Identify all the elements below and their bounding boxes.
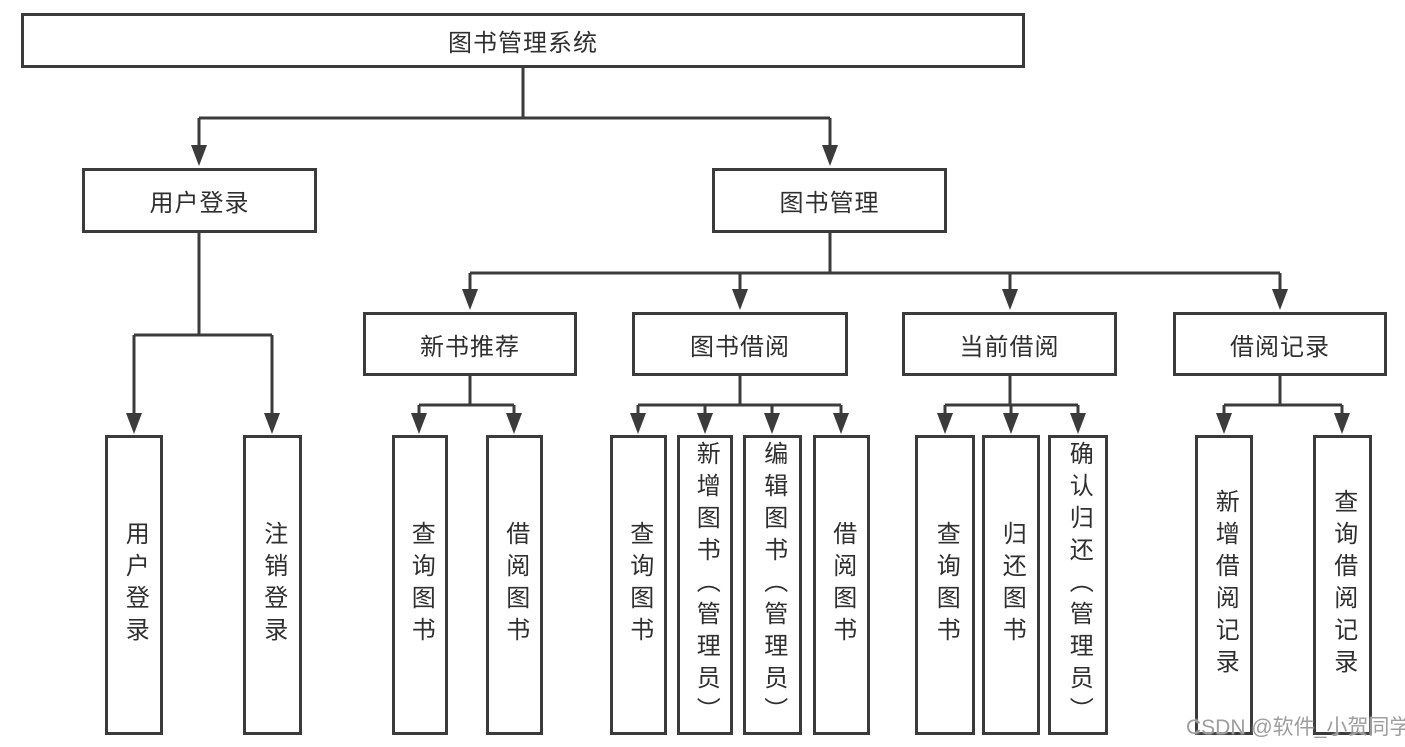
node-label: 图书管理 [779,190,880,217]
node-label: 查询借阅记录 [1329,489,1357,681]
arrow-down-icon [1070,413,1086,434]
node-leaf-borrow-book: 借阅图书 [813,435,870,735]
node-label: 借阅图书 [828,521,856,649]
node-leaf-query-borrow-record: 查询借阅记录 [1313,435,1372,735]
node-label: 确认归还（管理员） [1065,441,1093,729]
node-user-login: 用户登录 [82,168,317,233]
arrow-down-icon [630,413,646,434]
arrow-down-icon [1002,289,1018,310]
arrow-down-icon [1216,413,1232,434]
node-leaf-add-book-admin: 新增图书（管理员） [677,435,733,735]
node-label: 新增借阅记录 [1211,489,1239,681]
arrowhead-icons [126,145,1350,434]
edge-mgmt-to-level3 [468,233,1282,292]
arrow-down-icon [191,145,207,166]
arrow-down-icon [506,413,522,434]
node-leaf-query-book: 查询图书 [610,435,667,735]
node-new-book-recommend: 新书推荐 [363,312,577,376]
node-library-system: 图书管理系统 [21,13,1025,68]
arrow-down-icon [937,413,953,434]
node-label: 借阅记录 [1230,333,1330,361]
arrow-down-icon [462,289,478,310]
node-label: 图书管理系统 [448,30,598,57]
node-label: 当前借阅 [959,333,1060,361]
node-label: 查询图书 [407,521,435,649]
arrow-down-icon [833,413,849,434]
arrow-down-icon [822,145,838,166]
edge-newbook-to-leaves [417,376,516,416]
csdn-watermark: CSDN @软件_小贺同学 [1186,716,1405,739]
node-leaf-add-borrow-record: 新增借阅记录 [1195,435,1253,735]
edge-record-to-leaves [1222,376,1344,416]
node-borrow-record: 借阅记录 [1173,312,1387,376]
node-label: 新书推荐 [420,333,520,361]
node-label: 借阅图书 [501,521,529,649]
node-label: 用户登录 [121,521,149,649]
arrow-down-icon [1003,413,1019,434]
node-leaf-confirm-return-admin: 确认归还（管理员） [1048,435,1108,735]
arrow-down-icon [264,413,280,434]
node-book-borrow: 图书借阅 [632,312,848,376]
arrow-down-icon [697,413,713,434]
node-book-management: 图书管理 [712,168,947,233]
node-leaf-edit-book-admin: 编辑图书（管理员） [743,435,802,735]
node-leaf-query-book: 查询图书 [915,435,975,735]
node-label: 用户登录 [149,190,250,217]
node-label: 图书借阅 [690,333,790,361]
edge-login-to-leaves [132,233,274,416]
arrow-down-icon [411,413,427,434]
edge-root-to-level2 [197,68,832,148]
node-leaf-logout: 注销登录 [243,435,302,735]
node-label: 查询图书 [625,521,653,649]
node-label: 查询图书 [932,521,960,649]
node-label: 编辑图书（管理员） [759,441,787,729]
arrow-down-icon [764,413,780,434]
arrow-down-icon [732,289,748,310]
arrow-down-icon [1334,413,1350,434]
arrow-down-icon [126,413,142,434]
arrow-down-icon [1272,289,1288,310]
node-leaf-user-login: 用户登录 [105,435,163,735]
node-current-borrow: 当前借阅 [902,312,1117,376]
node-leaf-borrow-book: 借阅图书 [486,435,543,735]
node-label: 归还图书 [998,521,1026,649]
node-label: 新增图书（管理员） [692,441,720,729]
node-leaf-query-book: 查询图书 [392,435,448,735]
node-leaf-return-book: 归还图书 [982,435,1040,735]
edge-current-to-leaves [943,376,1080,416]
edge-borrow-to-leaves [636,376,843,416]
node-label: 注销登录 [259,521,287,649]
